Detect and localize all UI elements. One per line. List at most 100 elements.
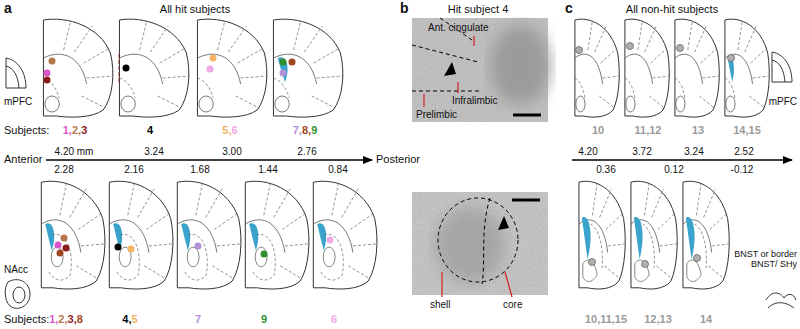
subject-number: 4, — [122, 313, 131, 325]
panel-heading: Hit subject 4 — [448, 3, 509, 15]
brain-section — [579, 181, 626, 289]
region-label: Prelimbic — [416, 109, 457, 120]
coordinate-label: 1.44 — [258, 164, 277, 175]
subject-number: 5, — [222, 124, 231, 136]
subject-list: 9 — [261, 313, 267, 325]
brain-section — [273, 19, 343, 117]
injection-site-dot — [261, 251, 268, 258]
coordinate-label: 4.20 mm — [55, 146, 94, 157]
region-label: core — [503, 299, 522, 310]
row-label: Subjects: — [4, 124, 49, 136]
micrograph-top — [412, 18, 550, 122]
injection-site-dot — [210, 55, 217, 62]
injection-site-dot — [44, 70, 51, 77]
injection-site-dot — [642, 261, 649, 268]
injection-site-dot — [576, 47, 583, 54]
coordinate-label: 2.16 — [124, 164, 143, 175]
injection-site-dot — [589, 259, 596, 266]
region-label: Infralimbic — [452, 95, 498, 106]
brain-section — [119, 19, 189, 117]
injection-site-dot — [694, 255, 701, 262]
panel-heading: All non-hit subjects — [626, 3, 718, 15]
coordinate-label: 0.12 — [664, 164, 683, 175]
subject-list: 6 — [331, 313, 337, 325]
brain-section — [177, 181, 241, 289]
injection-site-dot — [115, 244, 122, 251]
subject-number: 14 — [700, 313, 712, 325]
subject-number: 8 — [77, 313, 83, 325]
brain-section — [575, 19, 620, 117]
brain-section — [197, 19, 267, 117]
subject-list: 7,8,9 — [293, 124, 318, 136]
coordinate-label: 0.84 — [328, 164, 347, 175]
subject-number: 6 — [232, 124, 238, 136]
injection-site-dot — [57, 250, 64, 257]
subject-number: 14,15 — [733, 124, 761, 136]
region-label: NAcc — [4, 264, 28, 275]
subject-list: 4,5 — [122, 313, 137, 325]
subject-number: 9 — [261, 313, 267, 325]
injection-site-dot — [280, 70, 287, 77]
brain-section — [43, 19, 113, 117]
axis-label: Posterior — [376, 153, 420, 165]
brain-section — [625, 19, 670, 117]
injection-site-dot — [728, 55, 735, 62]
subject-list: 5,6 — [222, 124, 237, 136]
region-label: mPFC — [4, 96, 32, 107]
region-label: BNST or border BNST/ SHy — [733, 250, 797, 270]
axis-arrow — [572, 159, 792, 161]
mpfc-icon — [6, 58, 26, 88]
coordinate-label: 3.72 — [632, 146, 651, 157]
coordinate-label: 1.68 — [190, 164, 209, 175]
coordinate-label: 4.20 — [578, 146, 597, 157]
row-label: Subjects: — [4, 313, 49, 325]
panel-letter: c — [565, 1, 573, 16]
brain-section — [41, 181, 105, 289]
axis-label: Anterior — [4, 153, 43, 165]
injection-site-dot — [61, 235, 68, 242]
subject-number: 7 — [195, 313, 201, 325]
region-label: shell — [430, 299, 451, 310]
panel-heading: All hit subjects — [160, 3, 230, 15]
coordinate-label: 2.28 — [54, 164, 73, 175]
injection-site-dot — [44, 77, 51, 84]
subject-number: 5 — [132, 313, 138, 325]
brain-section — [675, 19, 720, 117]
subject-number: 2, — [58, 313, 67, 325]
injection-site-dot — [280, 59, 287, 66]
injection-site-dot — [63, 245, 70, 252]
injection-site-dot — [677, 45, 684, 52]
subject-number: 1, — [49, 313, 58, 325]
region-label: Ant. cingulate — [428, 22, 489, 33]
injection-site-dot — [207, 66, 214, 73]
panel-letter: b — [400, 1, 409, 16]
subject-number: 11,12 — [635, 124, 662, 136]
brain-section — [245, 181, 309, 289]
subject-number: 6 — [331, 313, 337, 325]
coordinate-label: 3.24 — [144, 146, 163, 157]
brain-section — [631, 181, 678, 289]
injection-site-dot — [627, 43, 634, 50]
subject-number: 13 — [692, 124, 704, 136]
coordinate-label: 3.00 — [222, 146, 241, 157]
brain-section — [313, 181, 377, 289]
coordinate-label: 2.52 — [734, 146, 753, 157]
brain-section — [725, 19, 770, 117]
coordinate-label: -0.12 — [731, 164, 754, 175]
nacc-icon — [5, 280, 30, 309]
coordinate-label: 0.36 — [596, 164, 615, 175]
injection-site-dot — [49, 58, 56, 65]
injection-site-dot — [289, 59, 296, 66]
subject-number: 10,11,15 — [585, 313, 627, 325]
subject-list: 1,2,3,8 — [49, 313, 83, 325]
panel-letter: a — [4, 1, 12, 16]
subject-number: 1, — [63, 124, 72, 136]
subject-number: 2, — [72, 124, 81, 136]
coordinate-label: 3.24 — [684, 146, 703, 157]
subject-number: 3 — [81, 124, 87, 136]
subject-list: 4 — [147, 124, 153, 136]
micrograph-bottom — [412, 192, 548, 297]
subject-list: 1,2,3 — [63, 124, 88, 136]
subject-number: 4 — [147, 124, 153, 136]
coordinate-label: 2.76 — [297, 146, 316, 157]
